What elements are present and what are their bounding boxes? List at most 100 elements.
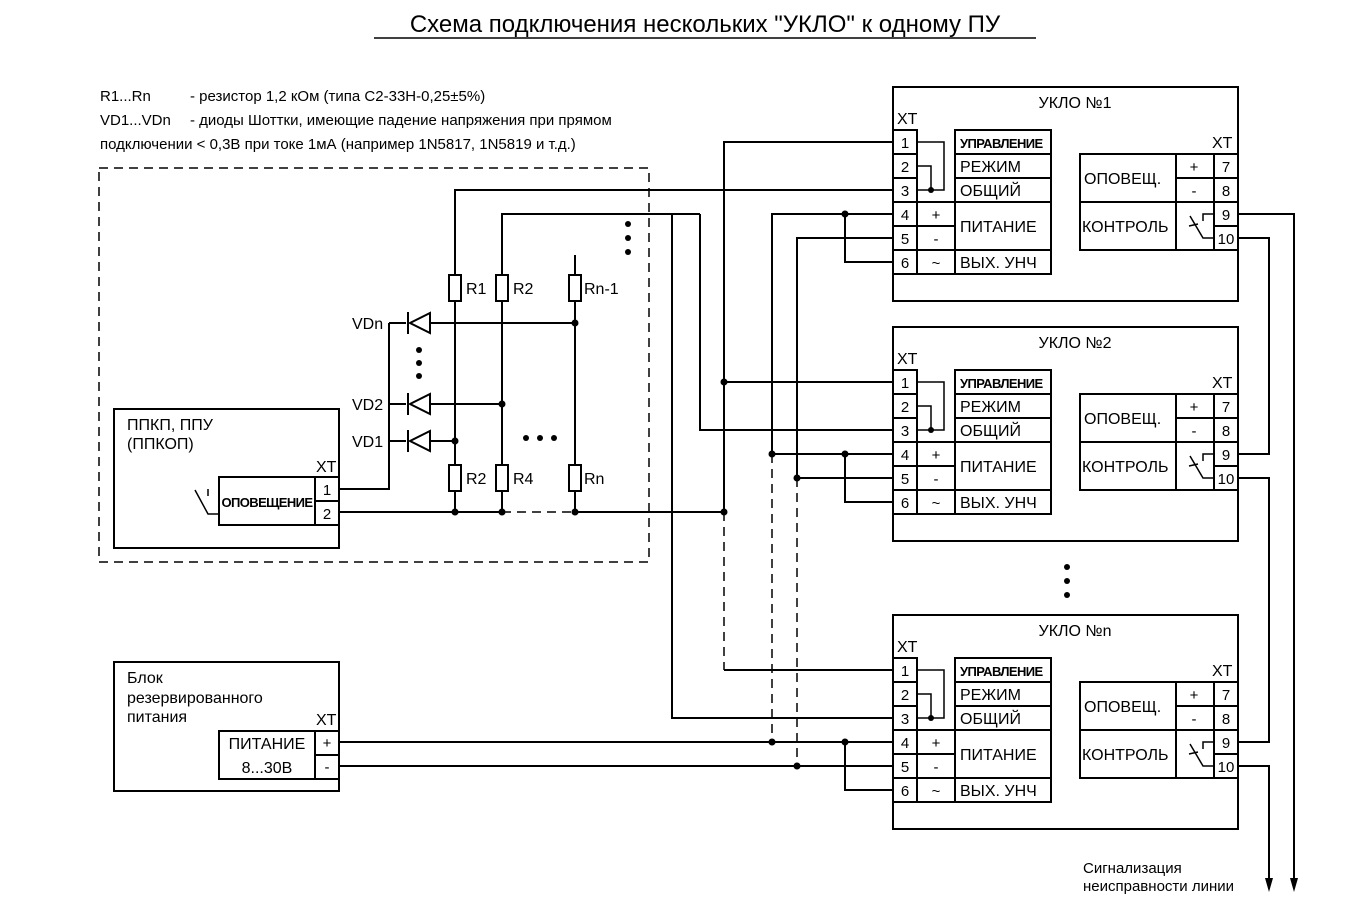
label-common: ОБЩИЙ — [960, 181, 1021, 200]
label-monitor: КОНТРОЛЬ — [1082, 747, 1169, 764]
ppkp-pin-1: 1 — [323, 482, 331, 499]
pin-right-10: 10 — [1218, 759, 1235, 776]
uklo-title-1: УКЛО №1 — [1039, 95, 1112, 112]
uklo-unit-1: УКЛО №1 XT1234+5-6~УПРАВЛЕНИЕРЕЖИМОБЩИЙП… — [892, 86, 1239, 302]
sign-cell — [916, 753, 956, 779]
monitor-cell — [1079, 201, 1177, 251]
sign-cell — [916, 729, 956, 755]
pin-sign-6: ~ — [932, 783, 941, 800]
label-cell-control — [954, 657, 1052, 683]
label-power: ПИТАНИЕ — [960, 747, 1037, 764]
pin-number-5: 5 — [901, 231, 909, 248]
label-cell-common — [954, 177, 1052, 203]
pin-cell — [892, 393, 918, 419]
monitor-contact-cell — [1175, 441, 1215, 491]
label-alert: ОПОВЕЩ. — [1084, 171, 1161, 188]
pin-right-8: 8 — [1222, 423, 1230, 440]
label-mode: РЕЖИМ — [960, 687, 1021, 704]
label-common: ОБЩИЙ — [960, 421, 1021, 440]
uklo-body: XT 1 2 3 4 +5 - 6 ~ УПРАВЛЕНИЕ РЕЖИМ ОБЩИЙ ПИТАНИЕ ВЫ… — [892, 351, 1239, 515]
pin-number-6: 6 — [901, 495, 909, 512]
pin-number-2: 2 — [901, 399, 909, 416]
pin-number-1: 1 — [901, 375, 909, 392]
resistor-label-rn1: Rn-1 — [584, 281, 619, 298]
diode-label-vdn: VDn — [352, 316, 383, 333]
pin-right-9: 9 — [1222, 207, 1230, 224]
uklo-title-2: УКЛО №2 — [1039, 335, 1112, 352]
relay-contact-icon — [1188, 453, 1214, 479]
pin-number-4: 4 — [901, 207, 909, 224]
alert-minus: - — [1192, 711, 1197, 728]
alert-plus: + — [1190, 399, 1199, 416]
uklo-xt-left: XT — [897, 351, 918, 368]
label-output: ВЫХ. УНЧ — [960, 495, 1037, 512]
monitor-cell — [1079, 441, 1177, 491]
label-power: ПИТАНИЕ — [960, 219, 1037, 236]
pin-cell-right — [1213, 705, 1239, 731]
alert-cell — [1079, 393, 1177, 443]
label-cell-power — [954, 729, 1052, 779]
alert-minus: - — [1192, 423, 1197, 440]
legend-ref-1: R1...Rn — [100, 88, 151, 105]
pin-sign-4: + — [932, 447, 941, 464]
label-power: ПИТАНИЕ — [960, 459, 1037, 476]
pin-right-10: 10 — [1218, 231, 1235, 248]
pin-cell-right — [1213, 417, 1239, 443]
ppkp-block: ППКП, ППУ (ППКОП) XT ОПОВЕЩЕНИЕ 1 2 — [113, 408, 340, 549]
relay-contact-icon — [1188, 213, 1214, 239]
psu-minus: - — [325, 759, 330, 776]
label-mode: РЕЖИМ — [960, 399, 1021, 416]
pin-right-9: 9 — [1222, 447, 1230, 464]
ppkp-name-1: ППКП, ППУ — [127, 417, 214, 434]
pin-number-3: 3 — [901, 711, 909, 728]
psu-name-3: питания — [127, 709, 187, 726]
pin-number-4: 4 — [901, 735, 909, 752]
pin-number-5: 5 — [901, 471, 909, 488]
signal-note-1: Сигнализация — [1083, 860, 1182, 877]
uklo-xt-right: XT — [1212, 375, 1233, 392]
label-alert: ОПОВЕЩ. — [1084, 699, 1161, 716]
pin-number-5: 5 — [901, 759, 909, 776]
psu-block: Блок резервированного питания XT ПИТАНИЕ… — [113, 661, 340, 792]
pin-right-10: 10 — [1218, 471, 1235, 488]
monitor-cell — [1079, 729, 1177, 779]
psu-name-2: резервированного — [127, 690, 263, 707]
pin-sign-4: + — [932, 207, 941, 224]
pin-number-4: 4 — [901, 447, 909, 464]
pin-right-8: 8 — [1222, 183, 1230, 200]
pin-number-2: 2 — [901, 159, 909, 176]
pin-number-1: 1 — [901, 135, 909, 152]
pin-sign-5: - — [934, 471, 939, 488]
label-cell-control — [954, 369, 1052, 395]
pin-sign-6: ~ — [932, 495, 941, 512]
psu-xt-label: XT — [316, 712, 337, 729]
diode-vdn-icon — [407, 311, 431, 335]
uklo-unit-2: УКЛО №2 XT 1 2 3 4 +5 - 6 ~ УПРАВЛЕНИЕ РЕЖИМ ОБЩИЙ П… — [892, 326, 1239, 542]
label-alert: ОПОВЕЩ. — [1084, 411, 1161, 428]
alert-plus: + — [1190, 159, 1199, 176]
pin-cell — [892, 753, 918, 779]
jumper-link — [917, 165, 932, 190]
resistor-label-r2: R2 — [513, 281, 534, 298]
label-output: ВЫХ. УНЧ — [960, 783, 1037, 800]
label-control: УПРАВЛЕНИЕ — [960, 136, 1044, 151]
uklo-xt-left: XT — [897, 111, 918, 128]
relay-contact-icon — [194, 489, 219, 515]
pin-number-3: 3 — [901, 183, 909, 200]
uklo-body: XT1234+5-6~УПРАВЛЕНИЕРЕЖИМОБЩИЙПИТАНИЕВЫ… — [892, 639, 1239, 803]
label-cell-mode — [954, 153, 1052, 179]
label-common: ОБЩИЙ — [960, 709, 1021, 728]
label-control: УПРАВЛЕНИЕ — [960, 376, 1044, 391]
resistor-label-r2b: R2 — [466, 471, 487, 488]
pin-number-3: 3 — [901, 423, 909, 440]
resistor-network: VDn VD2 VD1 R1 R2 Rn-1 R2 R4 Rn — [339, 189, 728, 516]
legend-text-1: - резистор 1,2 кОм (типа С2-33Н-0,25±5%) — [190, 88, 485, 105]
psu-label-top: ПИТАНИЕ — [229, 736, 306, 753]
pin-right-7: 7 — [1222, 687, 1230, 704]
label-mode: РЕЖИМ — [960, 159, 1021, 176]
pin-right-8: 8 — [1222, 711, 1230, 728]
label-cell-power — [954, 201, 1052, 251]
alert-cell — [1079, 153, 1177, 203]
uklo-xt-left: XT — [897, 639, 918, 656]
